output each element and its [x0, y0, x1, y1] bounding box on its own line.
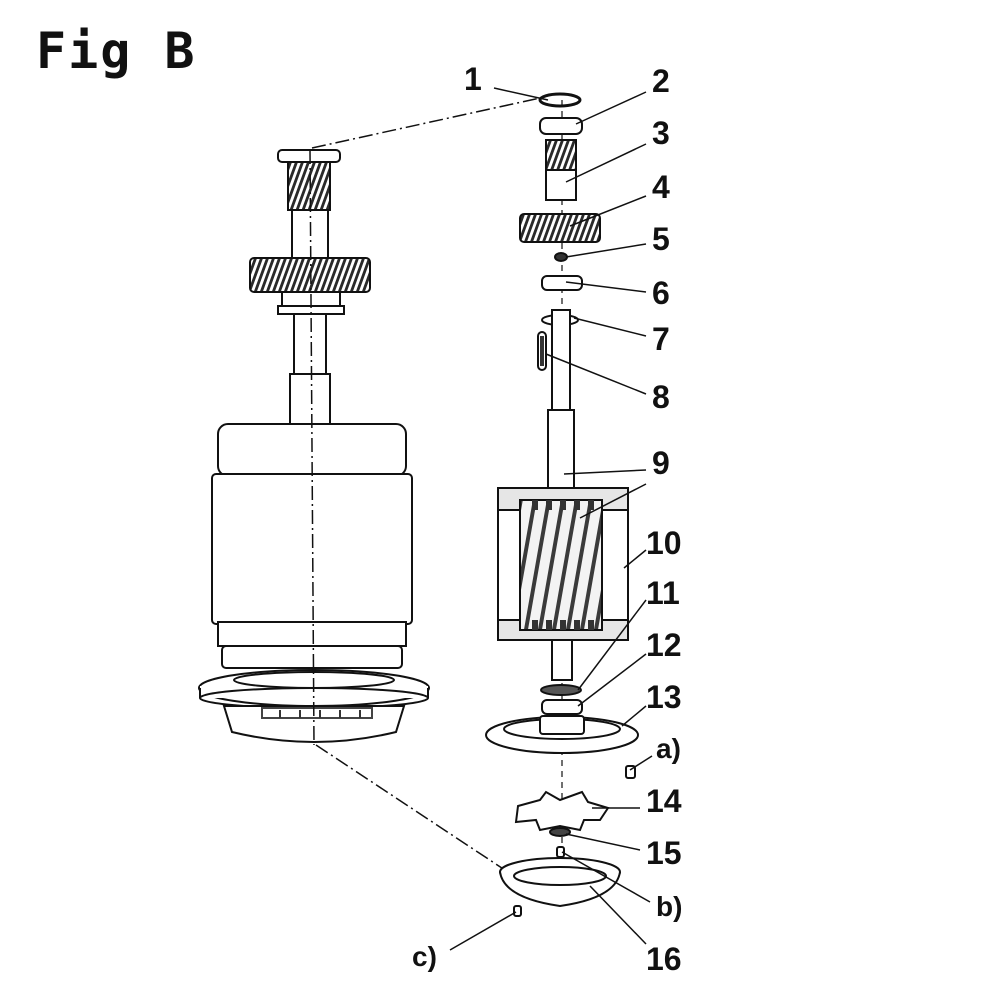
part-c-screw	[513, 905, 522, 917]
part-14-impeller	[514, 790, 610, 832]
figure-title: Fig B	[36, 22, 197, 80]
part-6-bushing	[541, 275, 583, 291]
callout-labels: 1 2 3 4 5 6 7 8 9 10 11 12 13 a) 14 15 b…	[412, 61, 682, 977]
assembled-motor	[198, 149, 430, 743]
callout-2: 2	[652, 63, 670, 99]
part-1-snap-ring	[538, 92, 582, 108]
callout-4: 4	[652, 169, 670, 205]
assembled-main-gear	[249, 257, 371, 293]
assembled-pinion	[287, 161, 331, 211]
part-11-washer	[540, 684, 582, 696]
callout-6: 6	[652, 275, 670, 311]
callout-10: 10	[646, 525, 682, 561]
callout-7: 7	[652, 321, 670, 357]
part-12-bearing	[541, 699, 583, 715]
callout-11: 11	[646, 575, 680, 611]
callout-5: 5	[652, 221, 670, 257]
callout-9: 9	[652, 445, 670, 481]
callout-12: 12	[646, 627, 682, 663]
callout-a: a)	[656, 733, 681, 764]
callout-1: 1	[464, 61, 482, 97]
part-15-nut	[549, 827, 571, 837]
callout-16: 16	[646, 941, 682, 977]
assembled-axis-line	[309, 149, 315, 746]
part-4-gear	[519, 213, 601, 243]
part-b-screw	[556, 846, 565, 858]
part-10-rotor	[519, 499, 603, 631]
assembled-shaft-lower	[293, 313, 327, 375]
assembled-shaft-cap	[277, 149, 341, 163]
callout-15: 15	[646, 835, 682, 871]
part-2-bearing	[539, 117, 583, 135]
part-5-key	[554, 252, 568, 262]
callout-c: c)	[412, 941, 437, 972]
callout-3: 3	[652, 115, 670, 151]
callout-13: 13	[646, 679, 682, 715]
exploded-parts	[485, 92, 639, 917]
callout-8: 8	[652, 379, 670, 415]
leader-lines	[449, 87, 653, 951]
projection-line-bottom	[315, 744, 521, 881]
callout-14: 14	[646, 783, 682, 819]
callout-b: b)	[656, 891, 682, 922]
part-3-pinion	[545, 139, 577, 171]
projection-line-top	[311, 97, 541, 149]
